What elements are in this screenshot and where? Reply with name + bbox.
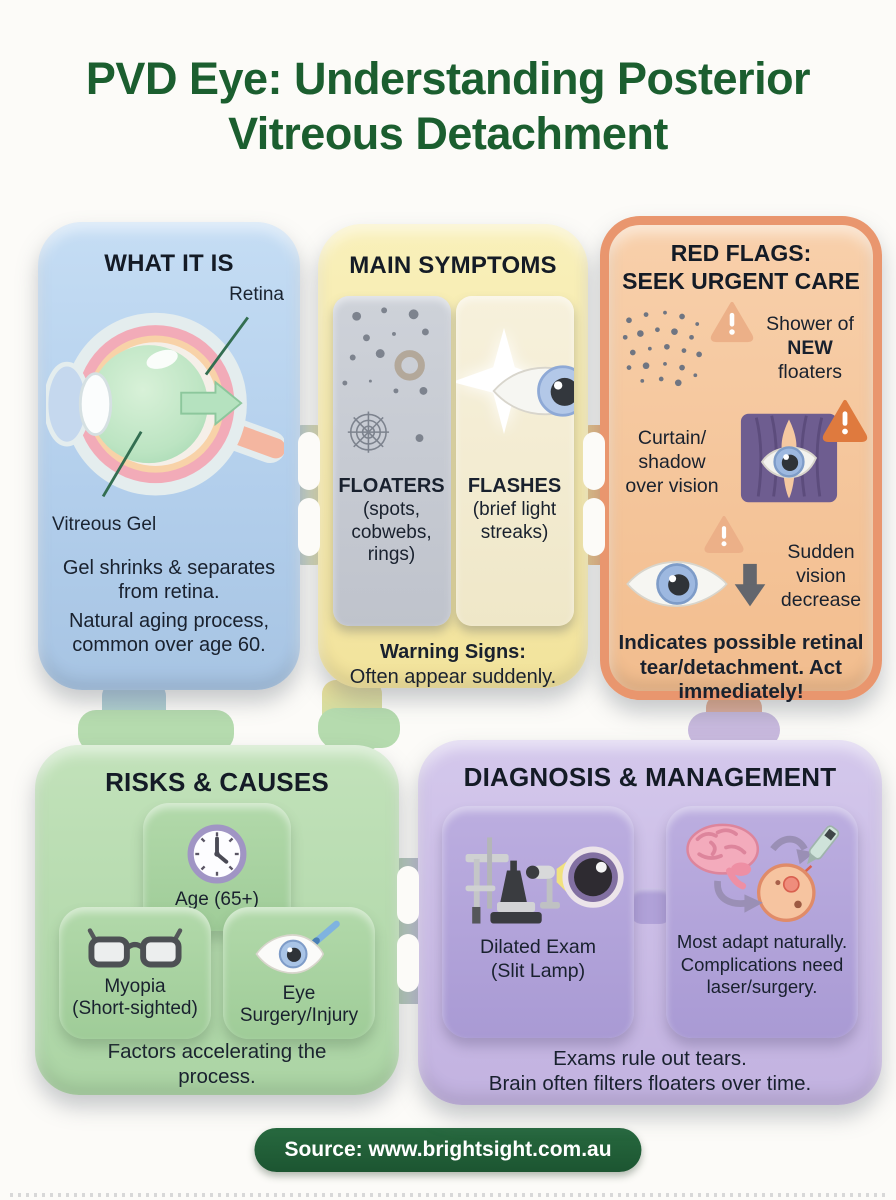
diagnosis-footer: Exams rule out tears. Brain often filter… [448,1046,852,1097]
warning-triangle-icon [704,516,744,554]
vision-decrease-line-1: Sudden [787,541,855,564]
vision-decrease-line-3: decrease [780,588,862,611]
warning-signs-text: Often appear suddenly. [349,666,557,688]
card-risks-causes: RISKS & CAUSES Age (65+) [35,745,399,1095]
risks-causes-footer: Factors accelerating the process. [107,1040,327,1088]
clock-icon [187,824,247,884]
slot [397,866,419,924]
eye-surgery-icon [255,920,340,974]
eye-icon [491,365,574,417]
surgery-label: Eye Surgery/Injury [240,983,358,1027]
surgery-line-2: Surgery/Injury [239,1005,359,1026]
flashes-subtitle: (brief light streaks) [472,498,557,543]
myopia-label: Myopia (Short-sighted) [72,976,198,1020]
glasses-icon [87,928,183,968]
warning-triangle-icon [710,302,754,343]
flashes-title: FLASHES [467,475,562,497]
floaters-panel: FLOATERS (spots, cobwebs, rings) [332,296,451,626]
curtain-eye-icon [740,413,838,503]
eye-anatomy-icon [46,312,284,498]
floaters-label: FLOATERS (spots, cobwebs, rings) [333,474,451,567]
card-red-flags: RED FLAGS: SEEK URGENT CARE Shower o [600,216,882,703]
adaptation-tile: Most adapt naturally. Complications need… [666,806,858,1038]
what-it-is-body-line-1: Gel shrinks & separates from retina. [62,557,276,604]
vision-decrease-line-2: vision [796,564,846,587]
vitreous-gel-label: Vitreous Gel [52,514,157,535]
brain-laser-eyeball-icon [686,823,840,922]
card-main-symptoms: MAIN SYMPTOMS [318,224,588,688]
slit-lamp-icon [465,837,624,924]
page-title: PVD Eye: Understanding Posterior Vitreou… [85,53,811,159]
flashes-panel: FLASHES (brief light streaks) [455,296,574,626]
flashes-label: FLASHES (brief light streaks) [456,474,574,544]
new-floaters-text: Shower of NEW floaters [757,313,863,384]
red-flag-curtain: Curtain/ shadow over vision [609,400,873,513]
curtain-line-3: over vision [625,474,719,497]
dilated-exam-label: Dilated Exam (Slit Lamp) [480,936,596,984]
curtain-text: Curtain/ shadow over vision [611,427,733,498]
curtain-line-2: shadow [638,450,706,473]
down-arrow-icon [734,563,766,607]
what-it-is-heading: WHAT IT IS [104,250,234,277]
new-floaters-line-1: Shower of [766,313,854,336]
new-floaters-line-2: NEW [787,336,833,359]
red-flags-heading-line-2: SEEK URGENT CARE [622,268,860,295]
dilated-exam-tile: Dilated Exam (Slit Lamp) [442,806,634,1038]
diagnosis-footer-line-2: Brain often filters floaters over time. [488,1072,812,1096]
connector-purple-tiles [630,888,672,924]
age-label: Age (65+) [175,889,259,911]
red-flag-new-floaters: Shower of NEW floaters [609,302,873,399]
warning-triangle-icon [822,400,868,443]
vision-decrease-text: Sudden vision decrease [773,541,869,612]
eye-icon [626,561,728,608]
card-what-it-is: WHAT IT IS Retina [38,222,300,690]
floater-dots-cobweb-icon [341,307,429,453]
eye-anatomy-illustration: Retina [38,282,300,554]
source-attribution: Source: www.brightsight.com.au [254,1128,642,1172]
slot [397,934,419,992]
warning-signs: Warning Signs: Often appear suddenly. [318,640,588,690]
symptoms-panels: FLOATERS (spots, cobwebs, rings) FLASHES [318,296,588,626]
dots-cluster-icon [622,310,702,387]
dilated-exam-line-2: (Slit Lamp) [490,959,586,982]
myopia-line-2: (Short-sighted) [72,998,198,1019]
surgery-tile: Eye Surgery/Injury [223,907,375,1039]
slot [298,498,320,556]
warning-signs-label: Warning Signs: [380,641,526,663]
bottom-texture-strip [10,1193,886,1197]
risks-causes-heading: RISKS & CAUSES [105,767,329,797]
red-flags-heading-line-1: RED FLAGS: [670,240,812,266]
diagnosis-footer-line-1: Exams rule out tears. [553,1046,747,1070]
red-flags-footer: Indicates possible retinal tear/detachme… [618,631,864,704]
connector-green-top-right [318,708,400,748]
red-flag-vision-decrease: Sudden vision decrease [609,516,873,627]
floaters-title: FLOATERS [338,475,445,497]
slot [298,432,320,490]
what-it-is-body-line-2: Natural aging process, common over age 6… [68,609,270,657]
myopia-tile: Myopia (Short-sighted) [59,907,211,1039]
adaptation-text: Most adapt naturally. Complications need… [676,931,848,998]
surgery-line-1: Eye [282,983,316,1005]
dilated-exam-line-1: Dilated Exam [480,936,596,958]
retina-label: Retina [229,284,284,305]
main-symptoms-heading: MAIN SYMPTOMS [349,252,557,279]
curtain-line-1: Curtain/ [637,427,707,450]
diagnosis-heading: DIAGNOSIS & MANAGEMENT [463,762,837,792]
what-it-is-body: Gel shrinks & separates from retina. Nat… [52,556,286,658]
slot [583,432,605,490]
red-flags-heading: RED FLAGS: SEEK URGENT CARE [609,239,873,295]
card-diagnosis-management: DIAGNOSIS & MANAGEMENT [418,740,882,1105]
myopia-line-1: Myopia [104,976,166,998]
new-floaters-line-3: floaters [778,360,842,383]
floaters-subtitle: (spots, cobwebs, rings) [351,498,432,566]
slot [583,498,605,556]
